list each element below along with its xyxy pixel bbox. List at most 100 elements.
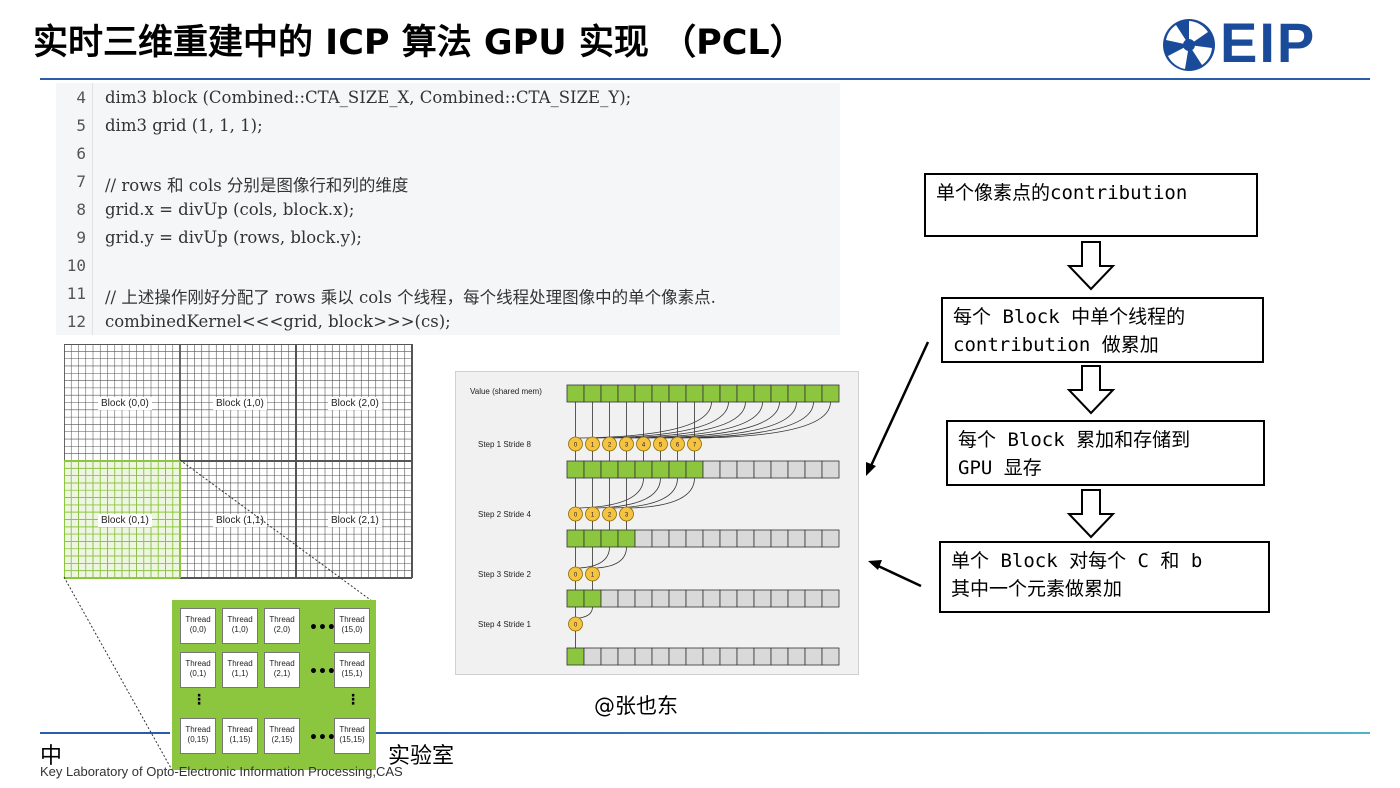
thread-cell: Thread(0,15) [180, 718, 216, 754]
code-line-number: 5 [76, 116, 86, 135]
logo-text: EIP [1220, 11, 1317, 74]
thread-id: 6 [676, 443, 680, 449]
shared-mem-cell [804, 384, 823, 403]
thread-id: 5 [659, 443, 663, 449]
flow-box-pixel-contribution: 单个像素点的contribution [924, 173, 1258, 237]
step-result-cell [634, 647, 653, 666]
thread-cell: Thread(15,1) [334, 652, 370, 688]
step-result-cell [600, 529, 619, 548]
reduction-line [596, 546, 627, 569]
footer-lab-name-left: 中 [40, 744, 63, 769]
shared-mem-cell [617, 384, 636, 403]
step-result-cell [719, 460, 738, 479]
shared-mem-cell [702, 384, 721, 403]
step-result-cell [583, 589, 602, 608]
step-result-cell [702, 647, 721, 666]
thread-cell: Thread(1,0) [222, 608, 258, 644]
thread-id: 7 [693, 443, 697, 449]
reduction-line [579, 606, 593, 619]
block-label: Block (2,1) [328, 514, 382, 527]
step-result-cell [736, 460, 755, 479]
step-result-cell [600, 647, 619, 666]
code-line: grid.x = divUp (cols, block.x); [105, 200, 355, 219]
step-result-cell [753, 460, 772, 479]
step-result-cell [787, 647, 806, 666]
code-line-number: 4 [76, 88, 86, 107]
block-label: Block (0,0) [98, 397, 152, 410]
step-result-cell [787, 529, 806, 548]
shared-mem-cell [600, 384, 619, 403]
code-line-number: 7 [76, 172, 86, 191]
code-line-number: 6 [76, 144, 86, 163]
step-result-cell [753, 647, 772, 666]
ellipsis-vertical: ⋮ [346, 692, 360, 708]
thread-cell: Thread(0,1) [180, 652, 216, 688]
flow-box-block-reduce: 单个 Block 对每个 C 和 b 其中一个元素做累加 [939, 541, 1270, 613]
shared-mem-cell [583, 384, 602, 403]
step-result-cell [719, 647, 738, 666]
block-label: Block (1,1) [213, 514, 267, 527]
flow-box-block-store: 每个 Block 累加和存储到 GPU 显存 [946, 420, 1265, 486]
code-line-number: 9 [76, 228, 86, 247]
code-line: combinedKernel<<<grid, block>>>(cs); [105, 312, 451, 331]
step-result-cell [804, 589, 823, 608]
shared-mem-cell [821, 384, 840, 403]
thread-id: 3 [625, 513, 629, 519]
code-line-number: 10 [66, 256, 86, 275]
step-result-cell [651, 529, 670, 548]
title-underline [40, 78, 1370, 80]
code-line-number: 11 [66, 284, 86, 303]
shared-mem-cell [770, 384, 789, 403]
step-result-cell [600, 589, 619, 608]
thread-block-zoom: Thread(0,0)Thread(1,0)Thread(2,0)Thread(… [172, 600, 376, 770]
thread-id: 2 [608, 443, 612, 449]
thread-cell: Thread(2,1) [264, 652, 300, 688]
step-result-cell [787, 589, 806, 608]
thread-cell: Thread(15,15) [334, 718, 370, 754]
thread-id: 0 [574, 573, 578, 579]
step-result-cell [651, 460, 670, 479]
step-result-cell [668, 460, 687, 479]
step-result-cell [651, 647, 670, 666]
step-result-cell [685, 529, 704, 548]
step-label: Step 3 Stride 2 [478, 570, 531, 579]
step-label: Step 4 Stride 1 [478, 620, 531, 629]
step-result-cell [583, 647, 602, 666]
step-result-cell [736, 647, 755, 666]
code-line: dim3 block (Combined::CTA_SIZE_X, Combin… [105, 88, 632, 107]
step-result-cell [821, 529, 840, 548]
reduction-line [630, 477, 695, 509]
reduction-line [579, 546, 610, 569]
shared-mem-cell [685, 384, 704, 403]
code-block: 4 dim3 block (Combined::CTA_SIZE_X, Combi… [56, 83, 840, 335]
thread-cell: Thread(15,0) [334, 608, 370, 644]
code-line-number: 12 [66, 312, 86, 331]
step-result-cell [583, 460, 602, 479]
shared-mem-cell [566, 384, 585, 403]
shared-mem-cell [668, 384, 687, 403]
shared-mem-cell [651, 384, 670, 403]
ellipsis-vertical: ⋮ [192, 692, 206, 708]
step-result-cell [685, 460, 704, 479]
step-result-cell [821, 460, 840, 479]
step-result-cell [821, 589, 840, 608]
step-result-cell [736, 529, 755, 548]
step-result-cell [566, 529, 585, 548]
reduction-line [698, 401, 831, 439]
thread-id: 0 [574, 443, 578, 449]
thread-id: 2 [608, 513, 612, 519]
code-line-number: 8 [76, 200, 86, 219]
step-result-cell [804, 529, 823, 548]
step-result-cell [600, 460, 619, 479]
step-result-cell [566, 460, 585, 479]
step-result-cell [617, 647, 636, 666]
thread-cell: Thread(2,15) [264, 718, 300, 754]
code-line: dim3 grid (1, 1, 1); [105, 116, 263, 135]
step-result-cell [753, 529, 772, 548]
thread-id: 3 [625, 443, 629, 449]
shared-mem-cell [736, 384, 755, 403]
step-result-cell [668, 589, 687, 608]
step-result-cell [736, 589, 755, 608]
step-result-cell [804, 647, 823, 666]
